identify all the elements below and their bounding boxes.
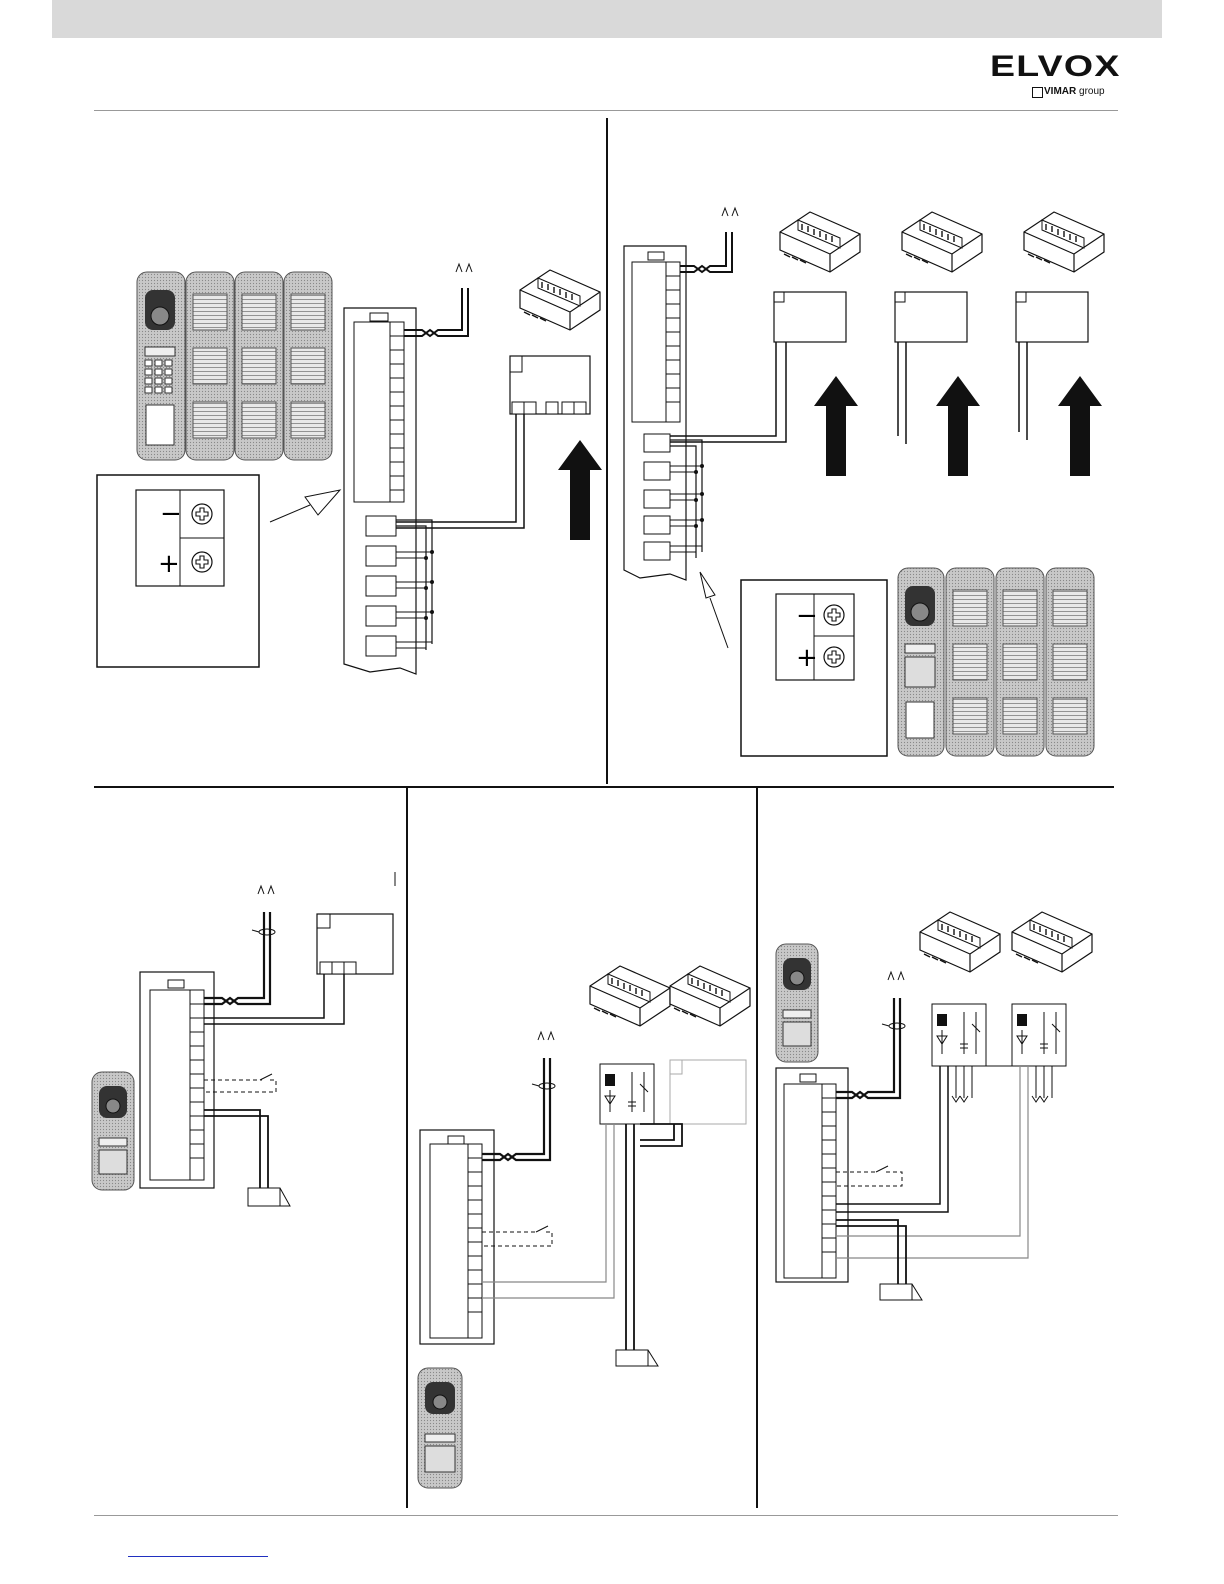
door-panel-icon <box>92 1072 134 1190</box>
door-panel-icon <box>776 944 818 1062</box>
diagram-1 <box>97 264 602 674</box>
door-panel-icon <box>418 1368 462 1488</box>
terminal-minus-label: − <box>796 601 818 631</box>
door-panel-icon <box>137 272 332 460</box>
diagram-2 <box>624 208 1104 756</box>
arrow-up-icon <box>558 440 602 540</box>
terminal-minus-label: − <box>160 499 182 529</box>
diagram-4 <box>418 966 750 1488</box>
terminal-plus-label: + <box>796 643 818 673</box>
door-panel-icon <box>898 568 1094 756</box>
door-lock-icon <box>248 1188 290 1206</box>
diagram-3 <box>92 872 395 1206</box>
diagram-5 <box>776 912 1092 1300</box>
footer-link[interactable] <box>128 1556 268 1557</box>
terminal-plus-label: + <box>158 549 180 579</box>
